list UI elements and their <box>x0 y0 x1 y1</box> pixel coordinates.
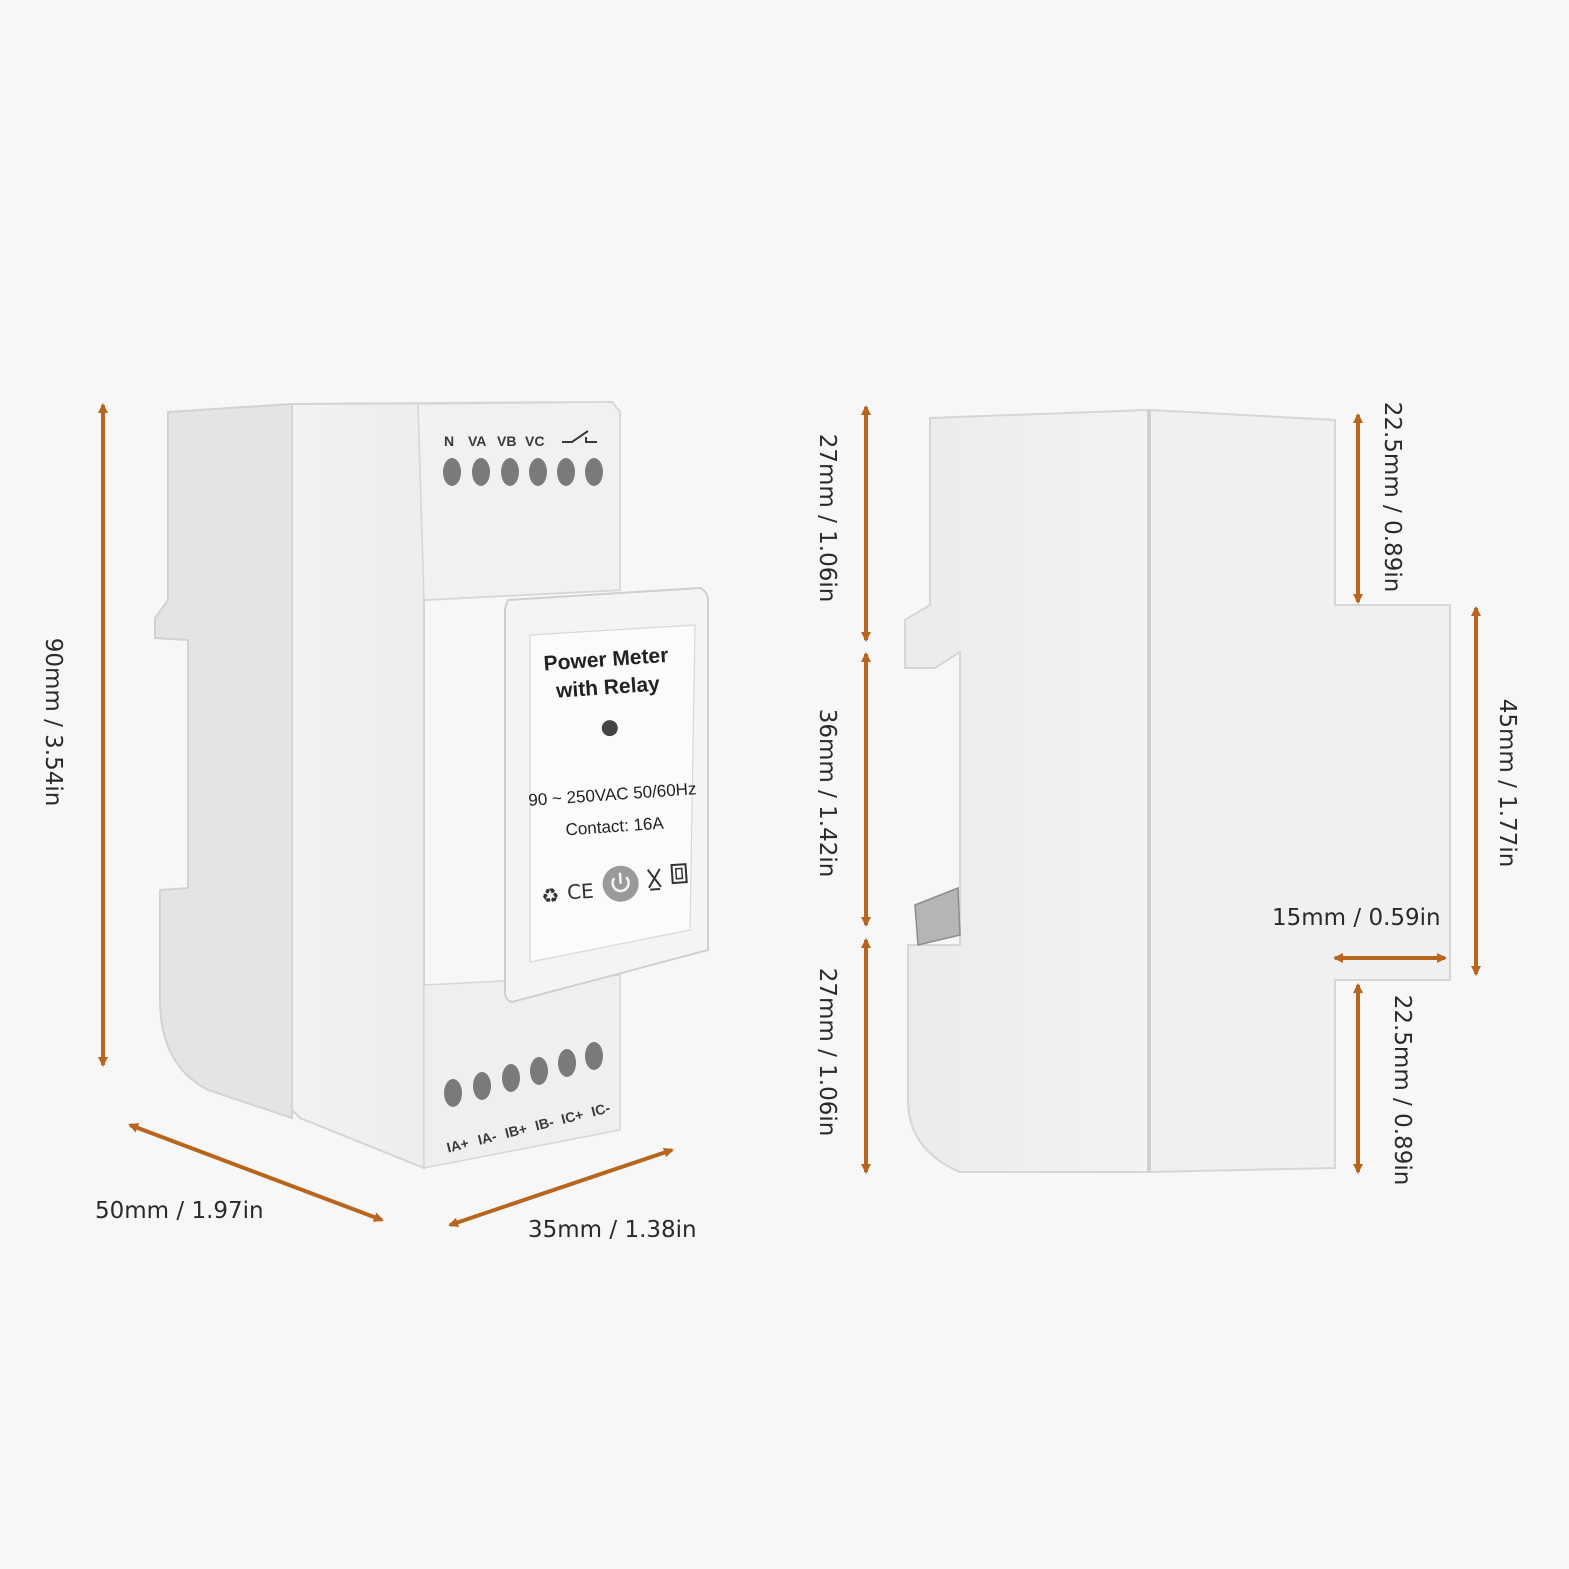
side-view-front-section <box>1149 408 1451 1174</box>
terminal-label-n: N <box>444 433 454 449</box>
side-view-body <box>904 408 1149 1173</box>
terminal-label-vb: VB <box>497 433 516 449</box>
terminal-label-ib-minus: IB- <box>533 1113 555 1133</box>
dim-label-side-bottom: 27mm / 1.06in <box>814 968 840 1137</box>
dim-label-right-bottom: 22.5mm / 0.89in <box>1389 995 1415 1186</box>
dimension-arrows <box>98 403 1481 1228</box>
dim-label-side-top: 27mm / 1.06in <box>814 434 840 603</box>
dim-label-side-middle: 36mm / 1.42in <box>814 709 840 878</box>
double-insulation-icon <box>670 863 688 885</box>
arrow-front-depth <box>448 1147 674 1228</box>
terminal-label-ib-plus: IB+ <box>503 1120 528 1141</box>
ce-mark-icon: CE <box>566 879 594 905</box>
status-led <box>601 720 618 737</box>
front-device: N VA VB VC IA+ IA- IB+ IB- IC+ IC- Power… <box>154 400 709 1170</box>
device-left-side <box>154 402 293 1120</box>
top-terminal-screws <box>443 458 603 486</box>
dim-label-front-height: 90mm / 3.54in <box>40 638 66 807</box>
side-view-device <box>904 408 1451 1174</box>
top-terminal-block <box>417 401 621 601</box>
dim-label-right-middle: 45mm / 1.77in <box>1494 699 1520 868</box>
dim-label-right-step: 15mm / 0.59in <box>1272 905 1441 931</box>
din-clip <box>914 886 961 946</box>
dim-label-right-top: 22.5mm / 0.89in <box>1379 402 1405 593</box>
bottom-terminal-screws <box>444 1042 603 1107</box>
terminal-label-ia-minus: IA- <box>476 1128 498 1148</box>
relay-contact-icon <box>562 430 597 443</box>
arrow-front-width <box>128 1123 384 1222</box>
terminal-label-ic-plus: IC+ <box>560 1106 585 1127</box>
dim-label-front-width: 50mm / 1.97in <box>95 1198 264 1224</box>
weee-bin-icon <box>646 868 662 891</box>
terminal-label-vc: VC <box>525 433 544 449</box>
terminal-label-ic-minus: IC- <box>590 1099 612 1119</box>
terminal-label-va: VA <box>468 433 486 449</box>
recycle-icon: ♻ <box>540 883 560 908</box>
power-icon <box>611 872 630 893</box>
dim-label-front-depth: 35mm / 1.38in <box>528 1217 697 1243</box>
